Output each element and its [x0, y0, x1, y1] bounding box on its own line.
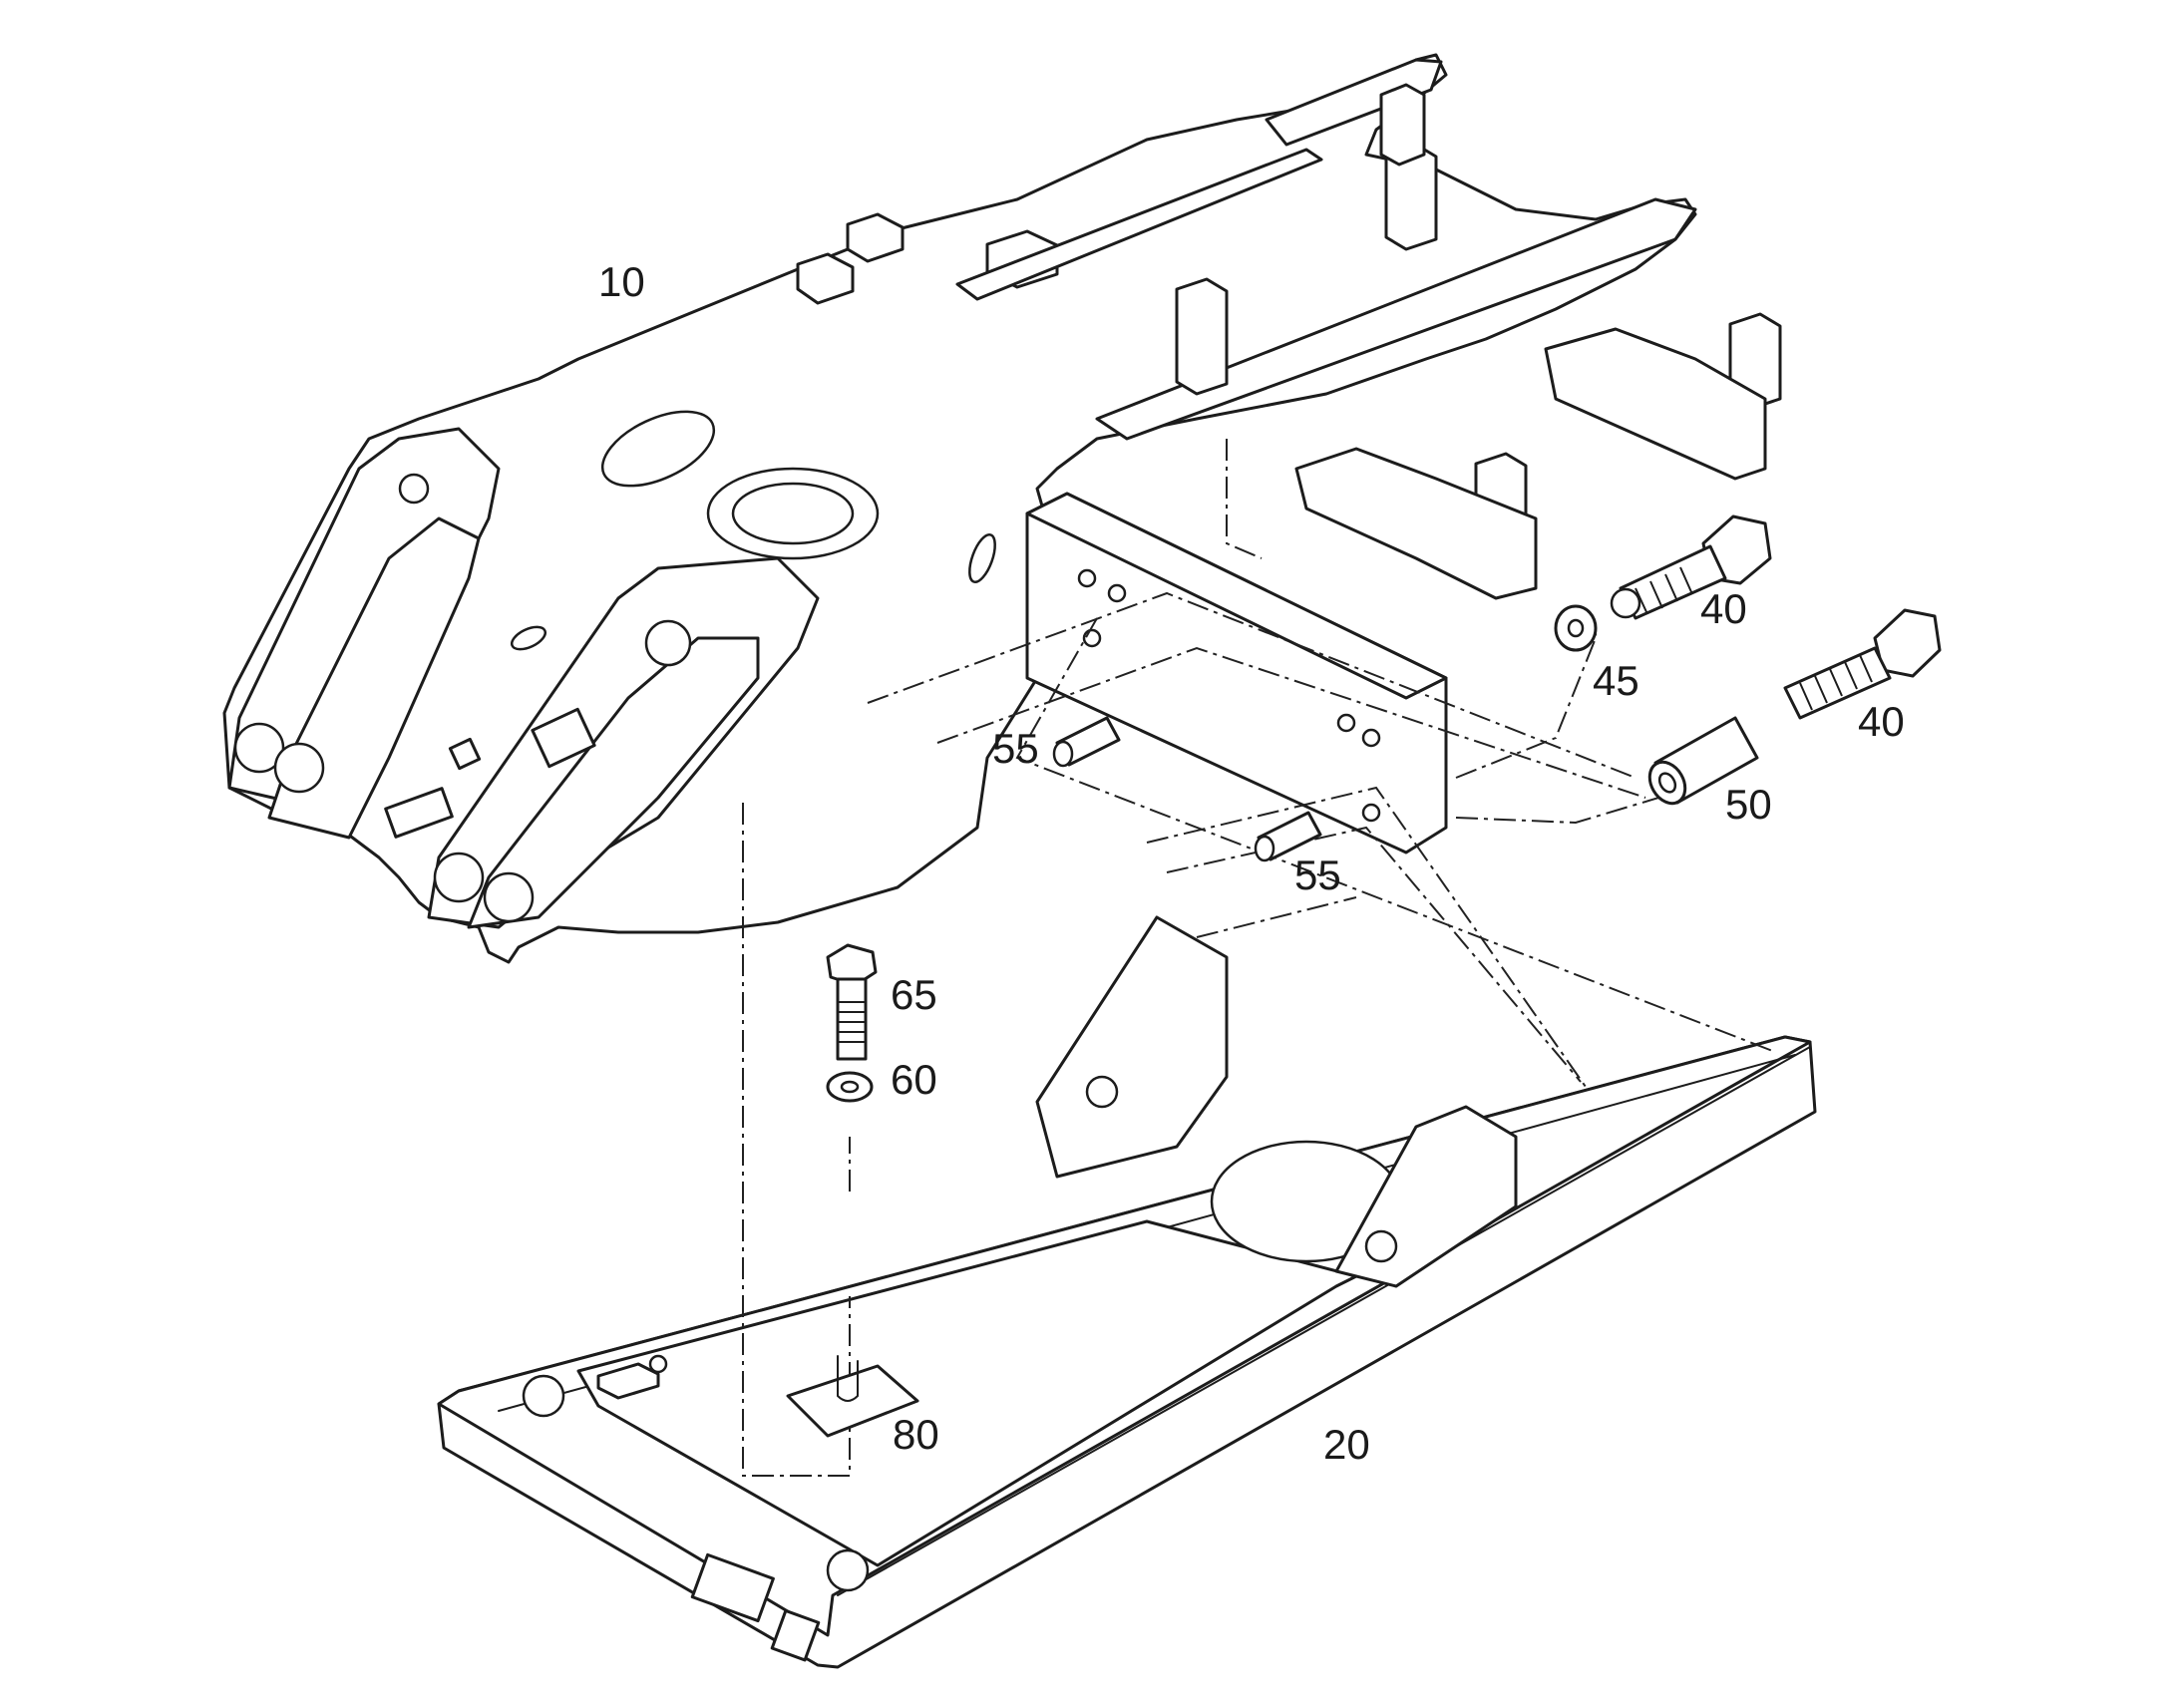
bolt-65 — [826, 943, 878, 1061]
callout-55-right: 55 — [1294, 852, 1341, 898]
callout-80: 80 — [893, 1411, 939, 1458]
callout-40-lower: 40 — [1858, 698, 1905, 745]
bolt-40-upper — [1610, 514, 1772, 620]
shim-plate-80 — [786, 1355, 919, 1438]
callout-45: 45 — [1593, 657, 1639, 704]
washer-60 — [826, 1071, 874, 1103]
leader-lines — [742, 439, 1776, 1477]
upper-frame — [222, 53, 1782, 964]
pin-55-left — [1052, 716, 1121, 768]
cross-beam — [1025, 492, 1448, 854]
callout-20: 20 — [1323, 1421, 1370, 1468]
callout-50: 50 — [1725, 781, 1772, 828]
bolt-40-lower — [1783, 608, 1942, 720]
washer-45 — [1554, 604, 1598, 652]
callout-60: 60 — [891, 1056, 937, 1103]
lower-frame — [437, 915, 1817, 1669]
spacer-50 — [1647, 716, 1759, 806]
pin-55-right — [1254, 811, 1322, 862]
callout-65: 65 — [891, 971, 937, 1018]
callout-40-upper: 40 — [1700, 585, 1747, 632]
callout-10: 10 — [598, 258, 645, 305]
callout-55-left: 55 — [992, 725, 1039, 772]
